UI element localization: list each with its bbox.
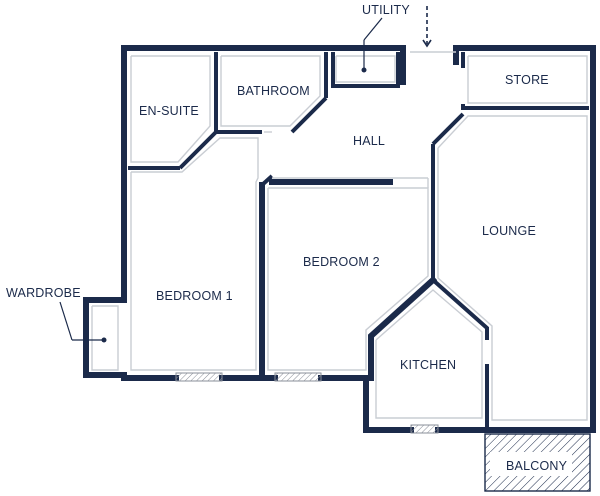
inner-outlines <box>91 51 588 421</box>
room-label-kitchen: KITCHEN <box>400 358 456 372</box>
utility-callout <box>361 17 383 73</box>
room-label-bedroom-2: BEDROOM 2 <box>303 255 380 269</box>
window-icon <box>175 372 223 382</box>
windows <box>175 372 439 434</box>
entrance-arrow-icon <box>422 6 432 48</box>
room-label-lounge: LOUNGE <box>482 224 536 238</box>
balcony-area <box>484 433 591 492</box>
room-label-utility: UTILITY <box>362 3 410 17</box>
window-icon <box>274 372 322 382</box>
room-label-balcony: BALCONY <box>506 459 568 473</box>
outer-walls <box>83 45 596 433</box>
room-label-hall: HALL <box>353 134 385 148</box>
wardrobe-callout <box>59 301 107 343</box>
room-label-bedroom-1: BEDROOM 1 <box>156 289 233 303</box>
window-icon <box>410 424 439 434</box>
room-label-store: STORE <box>505 73 549 87</box>
room-label-en-suite: EN-SUITE <box>139 104 199 118</box>
room-label-bathroom: BATHROOM <box>237 84 310 98</box>
room-label-wardrobe: WARDROBE <box>6 286 81 300</box>
interior-walls <box>128 52 589 430</box>
